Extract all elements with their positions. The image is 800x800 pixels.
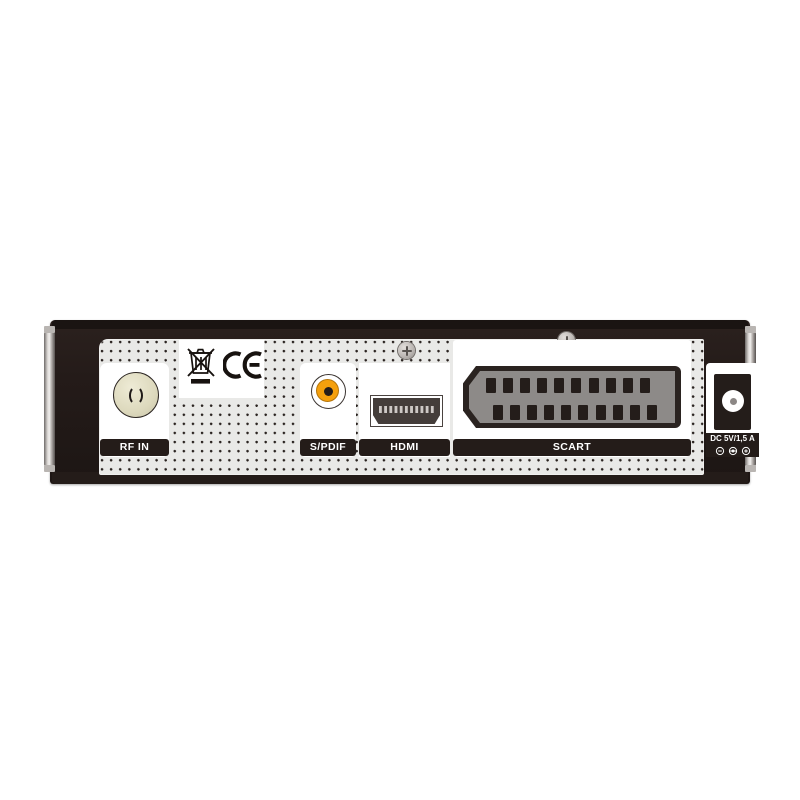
scart-pin-row-bottom <box>493 405 657 420</box>
scart-pin <box>493 405 503 420</box>
dc-center-pin <box>730 398 737 405</box>
scart-pin <box>544 405 555 420</box>
rf-in-aperture-icon <box>129 386 143 405</box>
scart-pin <box>571 378 582 393</box>
scart-pin <box>639 378 650 393</box>
screw-left <box>398 342 415 359</box>
dc-barrel-opening <box>722 390 744 412</box>
chassis-top-lip <box>52 320 748 329</box>
scart-pin <box>588 378 599 393</box>
chrome-strip-left <box>44 332 55 466</box>
hdmi-label: HDMI <box>359 439 450 456</box>
hdmi-pin-contacts <box>379 406 434 413</box>
scart-pin <box>486 378 496 393</box>
set-top-box-rear-panel: RF IN S/PDIF HDMI <box>42 320 759 490</box>
spdif-center-pin <box>324 387 333 396</box>
rf-in-label: RF IN <box>100 439 169 456</box>
scart-label: SCART <box>453 439 691 456</box>
scart-pin <box>629 405 640 420</box>
scart-pin <box>605 378 616 393</box>
scart-pin <box>646 405 657 420</box>
scart-pin <box>527 405 538 420</box>
hdmi-connector[interactable] <box>370 395 443 427</box>
scart-pin <box>595 405 606 420</box>
dc-power-connector[interactable] <box>714 374 751 430</box>
scart-pin <box>554 378 565 393</box>
chrome-strip-right-cap-top <box>745 326 756 333</box>
scart-pin <box>612 405 623 420</box>
scart-pin-row-top <box>486 378 650 393</box>
hdmi-cavity <box>373 398 440 424</box>
chassis-bottom-lip <box>52 472 748 484</box>
scart-pin <box>578 405 589 420</box>
spdif-connector[interactable] <box>311 374 346 409</box>
scart-pin <box>510 405 521 420</box>
chrome-strip-left-cap-bottom <box>44 465 55 472</box>
rf-in-connector[interactable] <box>113 372 159 418</box>
dc-power-label: DC 5V/1,5 A <box>706 433 759 445</box>
dc-polarity-icon <box>715 446 750 456</box>
spdif-label: S/PDIF <box>300 439 356 456</box>
chrome-strip-right-cap-bottom <box>745 465 756 472</box>
dc-polarity-marking <box>706 445 759 457</box>
spdif-ring <box>316 379 339 402</box>
weee-bin-icon <box>187 348 215 384</box>
chrome-strip-left-cap-top <box>44 326 55 333</box>
ce-mark-icon <box>223 351 262 379</box>
scart-pin <box>561 405 572 420</box>
scart-pin <box>537 378 548 393</box>
scart-pin <box>503 378 514 393</box>
scart-pin <box>622 378 633 393</box>
scart-pin <box>520 378 531 393</box>
